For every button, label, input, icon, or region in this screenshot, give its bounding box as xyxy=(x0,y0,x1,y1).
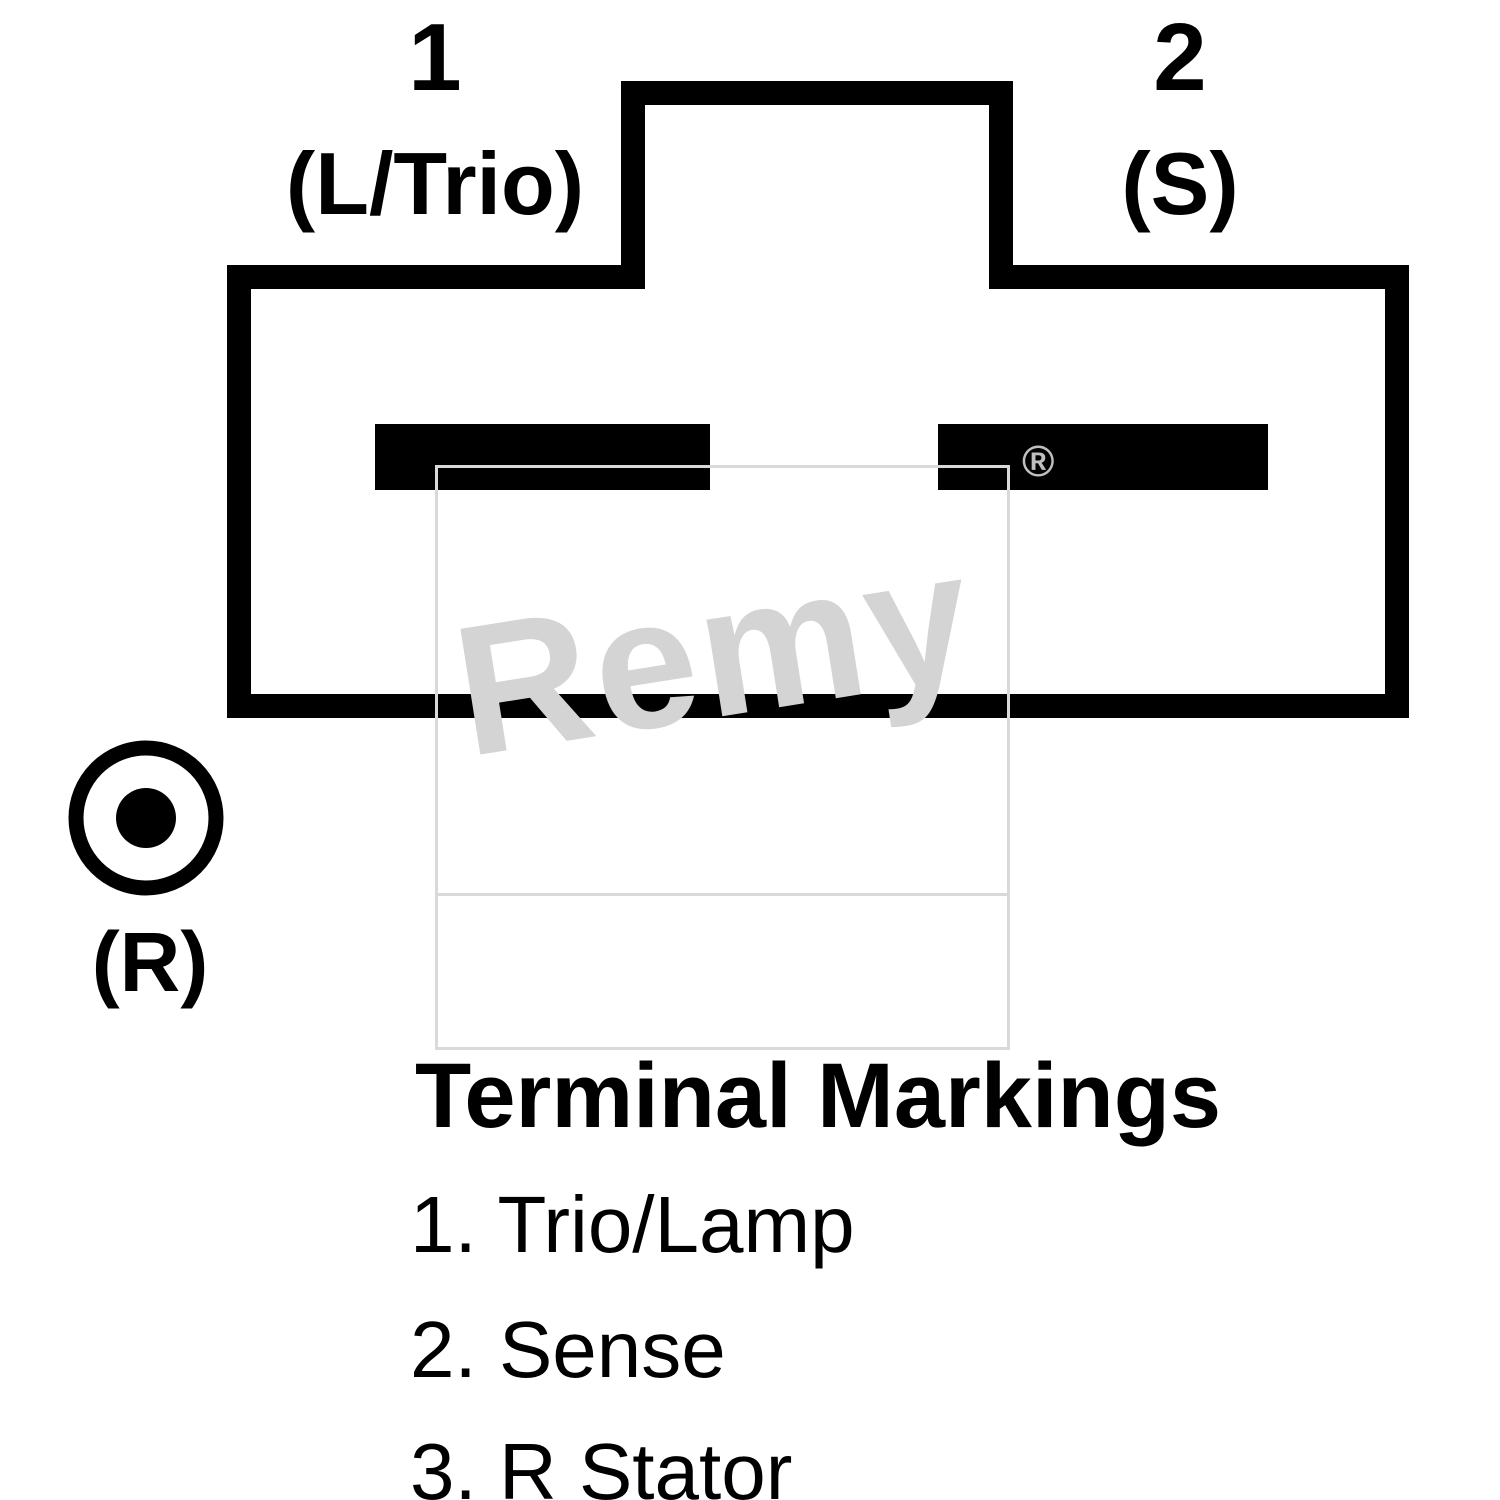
legend-title: Terminal Markings xyxy=(415,1045,1222,1147)
watermark-divider xyxy=(435,893,1010,896)
terminal-slot-right xyxy=(938,424,1268,490)
r-terminal-ring-icon xyxy=(68,740,224,896)
connector-outline xyxy=(227,81,1409,718)
r-terminal-dot-icon xyxy=(116,788,176,848)
legend-item-sense: 2. Sense xyxy=(410,1305,726,1394)
r-terminal-label: (R) xyxy=(91,915,209,1009)
pin1-number: 1 xyxy=(408,4,462,111)
pin1-label: (L/Trio) xyxy=(285,134,585,233)
legend-item-trio-lamp: 1. Trio/Lamp xyxy=(410,1180,855,1269)
registered-trademark-icon: ® xyxy=(1022,437,1055,486)
pin2-number: 2 xyxy=(1153,4,1207,111)
watermark-box xyxy=(435,465,1010,1050)
terminal-slot-left xyxy=(375,424,710,490)
legend-item-r-stator: 3. R Stator xyxy=(410,1427,793,1500)
pin2-label: (S) xyxy=(1121,134,1239,233)
